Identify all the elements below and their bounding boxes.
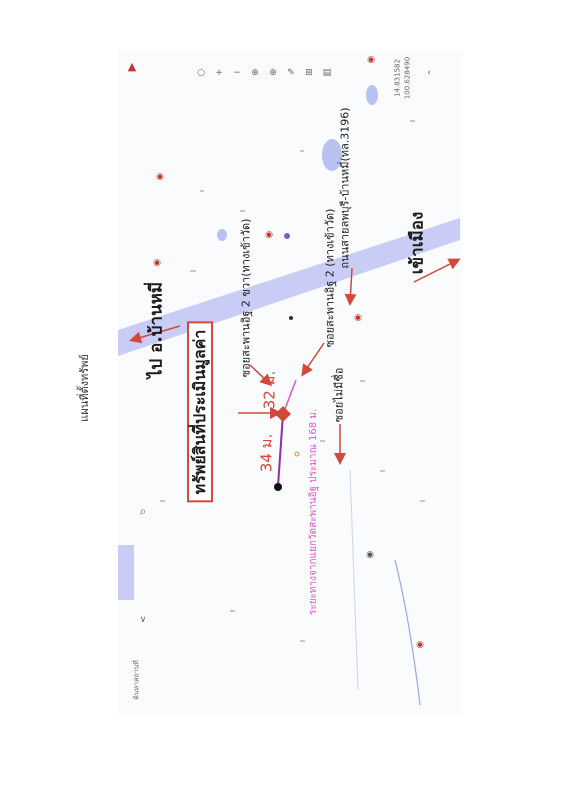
- place-pin-icon[interactable]: ◉: [366, 550, 374, 560]
- distance-note: ระยะทางจากแยกวัดสะพานอิฐ ประมาณ 168 ม.: [308, 408, 319, 616]
- place-pin-icon[interactable]: ◉: [416, 640, 424, 650]
- place-pin-icon[interactable]: ◉: [354, 313, 362, 323]
- arrow-to-city: [413, 258, 461, 283]
- arrow-highway: [344, 267, 357, 306]
- label-to-city: เข้าเมือง: [407, 211, 428, 275]
- point-marker: [289, 316, 293, 320]
- highway-road: [118, 218, 460, 356]
- property-marker: [275, 406, 291, 422]
- coord-lat: 14.831582: [393, 59, 402, 97]
- arrow-soi-right: [249, 364, 273, 387]
- label-dist-32: 32 ม.: [260, 370, 279, 410]
- ruler-icon[interactable]: ✎: [287, 68, 295, 78]
- label-soi-unnamed: ซอยไม่มีชื่อ: [332, 367, 346, 423]
- place-pin-icon[interactable]: ◉: [367, 55, 375, 65]
- print-icon[interactable]: ▤: [322, 68, 332, 78]
- end-point: [274, 483, 282, 491]
- arrow-ban-mi: [129, 325, 181, 344]
- search-input[interactable]: ค้นหาสถานที่: [132, 660, 141, 700]
- minor-road: [349, 469, 359, 691]
- share-icon[interactable]: ⊞: [305, 68, 313, 78]
- secondary-road: [118, 545, 134, 600]
- pond-patch: [322, 139, 342, 171]
- arrow-soi-2: [301, 342, 325, 377]
- pond-patch: [217, 229, 227, 241]
- place-pin-icon[interactable]: ◉: [153, 258, 161, 268]
- canal-line: [394, 559, 421, 706]
- search-icon[interactable]: ⌕: [139, 504, 147, 518]
- point-marker: [284, 233, 290, 239]
- label-soi-right: ซอยสะพานอิฐ 2 ขวา(ทางเข้าวัด): [239, 218, 253, 378]
- label-dist-34: 34 ม.: [257, 433, 276, 473]
- label-highway: ถนนสายลพบุรี-บ้านหมี่(ทล.3196): [338, 107, 352, 269]
- property-label: ทรัพย์สินที่ประเมินมูลค่า: [187, 321, 213, 503]
- layers-icon[interactable]: ⊕: [269, 68, 277, 78]
- zoom-out-icon[interactable]: −: [233, 68, 241, 78]
- pond-patch: [366, 85, 378, 105]
- coord-lon: 100.628490: [403, 56, 412, 100]
- place-pin-icon[interactable]: ◉: [265, 230, 273, 240]
- compass-icon[interactable]: ▲: [127, 60, 137, 73]
- chevron-icon[interactable]: ∨: [139, 615, 147, 625]
- place-pin-icon[interactable]: ◉: [156, 172, 164, 182]
- point-marker: [294, 451, 300, 457]
- locate-icon[interactable]: ⊕: [251, 68, 259, 78]
- label-soi-2: ซอยสะพานอิฐ 2 (ทางเข้าวัด): [323, 208, 337, 348]
- label-to-ban-mi: ไป อ.บ้านหมี่: [146, 281, 167, 379]
- zoom-in-icon[interactable]: +: [215, 68, 223, 78]
- chevron-icon[interactable]: ‹: [427, 68, 431, 78]
- map-canvas[interactable]: [118, 50, 463, 715]
- location-icon[interactable]: ○: [197, 68, 205, 78]
- measure-line-34: [277, 413, 284, 487]
